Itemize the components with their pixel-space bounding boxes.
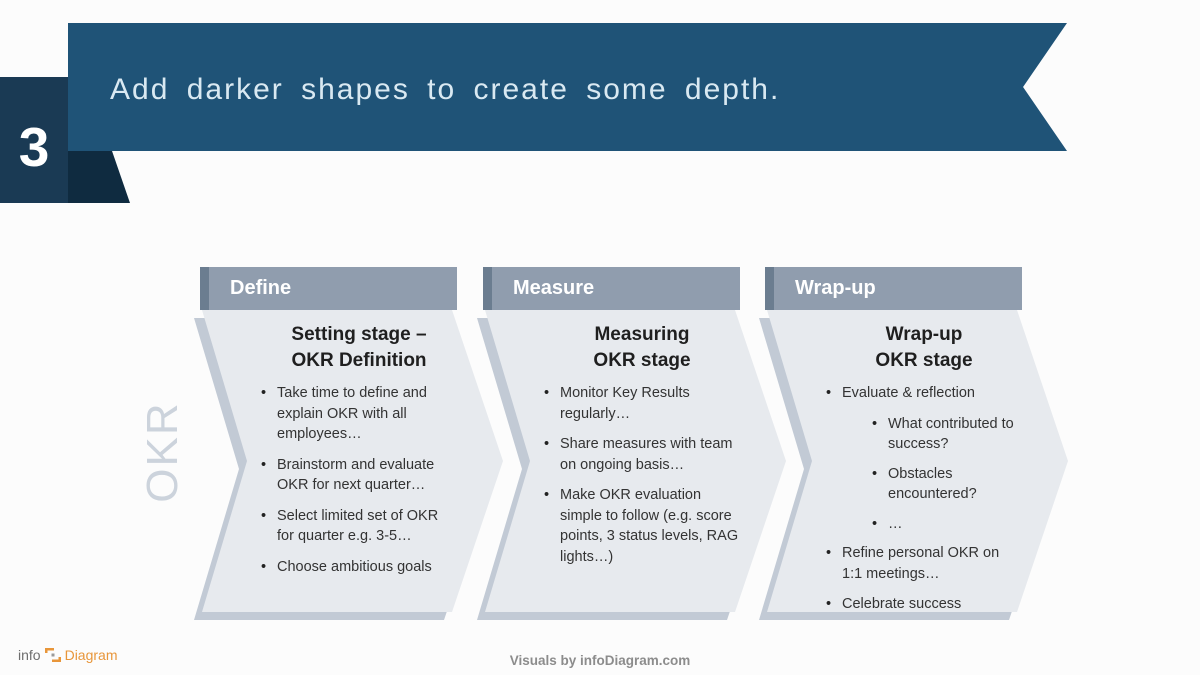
ribbon-fold <box>68 151 130 203</box>
stage-title-line: Measuring <box>594 324 690 345</box>
bullet-subitem: Obstacles encountered? <box>871 464 1023 505</box>
bullet-item: Monitor Key Results regularly… <box>543 383 741 424</box>
title-ribbon: Add darker shapes to create some depth. <box>68 23 1067 151</box>
footer-credit: Visuals by infoDiagram.com <box>509 653 691 668</box>
bullet-subitem: … <box>871 514 1023 535</box>
stage-header-bar <box>483 267 740 310</box>
bullet-item: Take time to define and explain OKR with… <box>260 383 458 445</box>
bullet-item: Make OKR evaluation simple to follow (e.… <box>543 485 741 567</box>
stage-title-line: OKR stage <box>875 350 973 371</box>
stage-header-bar <box>200 267 457 310</box>
bullet-item: Share measures with team on ongoing basi… <box>543 434 741 475</box>
stage-header-stripe <box>765 267 774 310</box>
infodiagram-logo: info Diagram <box>18 647 117 663</box>
stage-header-define: Define <box>230 277 292 299</box>
bullet-item: Refine personal OKR on 1:1 meetings… <box>825 543 1023 584</box>
slide-title: Add darker shapes to create some depth. <box>110 73 781 106</box>
stage-bullet-list: Monitor Key Results regularly… Share mea… <box>543 383 741 567</box>
stage-title-line: OKR stage <box>593 350 691 371</box>
bullet-item: Evaluate & reflection <box>825 383 1023 404</box>
stage-title-line: Wrap-up <box>885 324 963 345</box>
bullet-subitem: What contributed to success? <box>871 414 1023 455</box>
stage-title: Setting stage – OKR Definition <box>260 322 458 374</box>
stage-content: Wrap-up OKR stage Evaluate & reflection … <box>825 319 1023 625</box>
stage-content: Measuring OKR stage Monitor Key Results … <box>543 319 741 577</box>
stage-block-measure: Measure Measuring OKR stage Monitor Key … <box>471 267 791 628</box>
bullet-item: Choose ambitious goals <box>260 557 458 578</box>
stage-bullet-list: Evaluate & reflection What contributed t… <box>825 383 1023 615</box>
stage-header-stripe <box>200 267 209 310</box>
stage-title: Wrap-up OKR stage <box>825 322 1023 374</box>
logo-brackets-icon <box>44 648 61 662</box>
side-label-okr: OKR <box>138 401 187 503</box>
stage-title: Measuring OKR stage <box>543 322 741 374</box>
bullet-item: Celebrate success <box>825 594 1023 615</box>
logo-text-info: info <box>18 647 41 663</box>
stage-title-line: OKR Definition <box>291 350 427 371</box>
stage-block-define: Define Setting stage – OKR Definition Ta… <box>188 267 508 628</box>
stage-content: Setting stage – OKR Definition Take time… <box>260 319 458 587</box>
bullet-item: Select limited set of OKR for quarter e.… <box>260 506 458 547</box>
stage-header-bar <box>765 267 1022 310</box>
logo-text-diagram: Diagram <box>64 647 118 663</box>
step-number-box: 3 <box>0 77 68 203</box>
step-number: 3 <box>18 116 50 178</box>
stage-block-wrapup: Wrap-up Wrap-up OKR stage Evaluate & ref… <box>753 267 1073 628</box>
stage-header-measure: Measure <box>513 277 595 299</box>
stage-bullet-list: Take time to define and explain OKR with… <box>260 383 458 577</box>
stage-header-stripe <box>483 267 492 310</box>
stage-title-line: Setting stage – <box>291 324 427 345</box>
stage-header-wrapup: Wrap-up <box>795 277 876 299</box>
bullet-item: Brainstorm and evaluate OKR for next qua… <box>260 455 458 496</box>
